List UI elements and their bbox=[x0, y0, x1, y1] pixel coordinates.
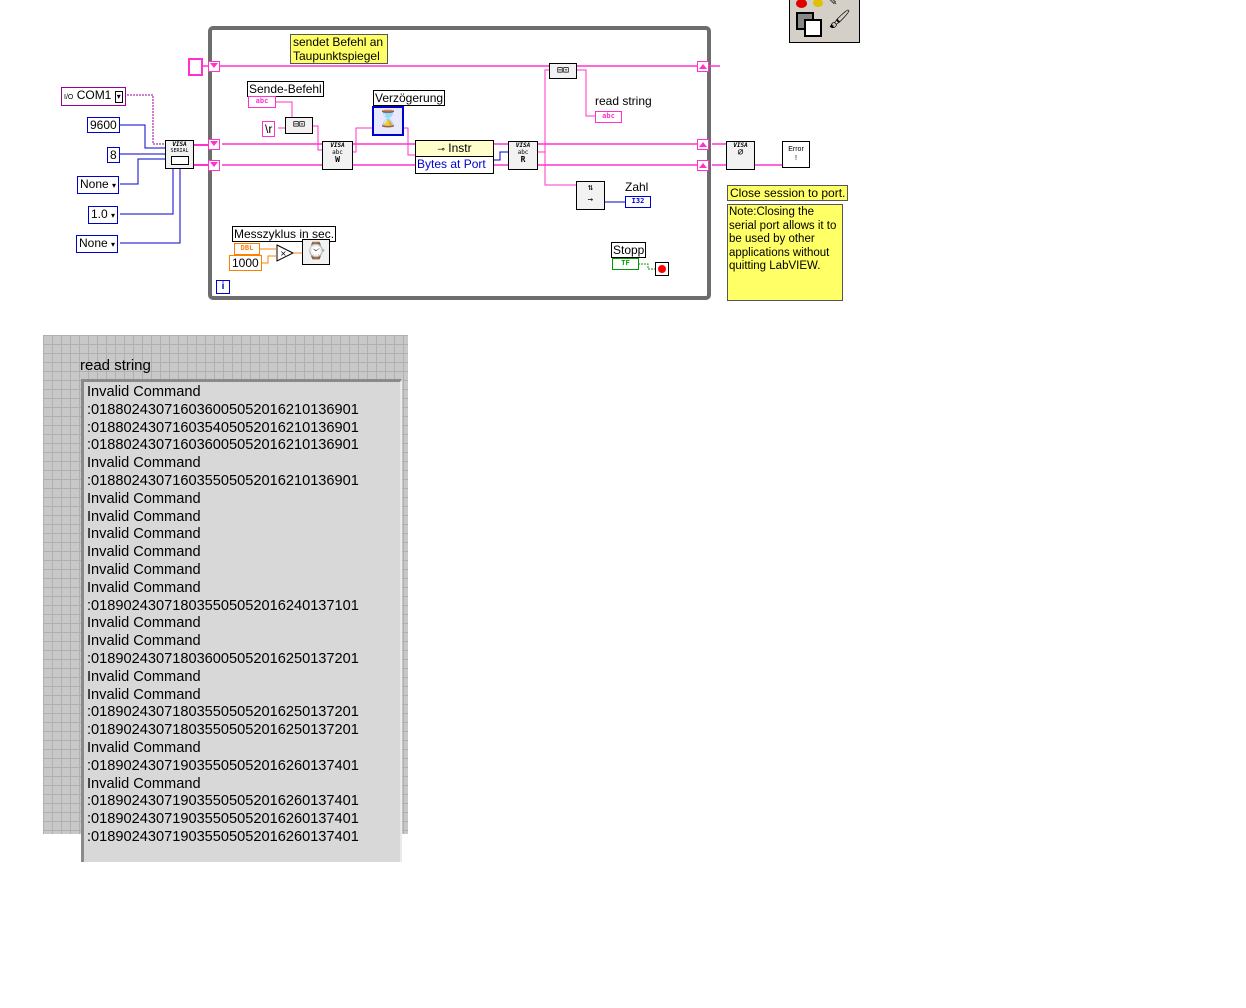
delay-label: Verzögerung bbox=[373, 90, 446, 106]
loop-tunnel-lower-left[interactable] bbox=[208, 160, 220, 171]
brush-icon[interactable]: 🖌 bbox=[828, 9, 851, 29]
stop-bits-constant[interactable]: 1.0 ▾ bbox=[88, 206, 119, 224]
string-line: :018902430719035505052016260137401 bbox=[87, 793, 359, 810]
string-line: Invalid Command bbox=[87, 526, 201, 543]
close-note: Note:Closing the serial port allows it t… bbox=[727, 204, 843, 301]
tools-palette[interactable]: ✎ 🖌 bbox=[789, 0, 860, 43]
stop-label: Stopp bbox=[611, 242, 647, 258]
loop-iteration-terminal: i bbox=[216, 280, 230, 294]
string-line: Invalid Command bbox=[87, 739, 201, 756]
read-string-label: read string bbox=[595, 94, 652, 108]
string-line: :018802430716036005052016210136901 bbox=[87, 401, 359, 418]
cycle-label: Messzyklus in sec. bbox=[232, 226, 337, 242]
plug-icon: ⊸ bbox=[437, 144, 445, 154]
read-string-indicator-terminal[interactable]: abc bbox=[595, 111, 622, 123]
stop-condition-icon[interactable] bbox=[655, 262, 669, 276]
concatenate-icon: ⊟⊡ bbox=[556, 65, 570, 76]
read-icon: R bbox=[520, 155, 526, 164]
convert-icon: ⇅→ bbox=[587, 183, 594, 205]
string-line: Invalid Command bbox=[87, 775, 201, 792]
number-label: Zahl bbox=[624, 180, 650, 194]
io-icon: I/O bbox=[64, 94, 74, 101]
watch-icon: ⌚ bbox=[306, 243, 326, 260]
string-line: Invalid Command bbox=[87, 544, 201, 561]
send-command-control[interactable]: abc bbox=[248, 96, 276, 108]
multiply-node[interactable]: × bbox=[276, 244, 295, 262]
string-line: Invalid Command bbox=[87, 508, 201, 525]
multiply-icon: × bbox=[280, 249, 287, 258]
color-box-icon[interactable] bbox=[804, 19, 822, 37]
visa-close-node[interactable]: VISA ⌀ bbox=[726, 141, 755, 170]
string-line: Invalid Command bbox=[87, 579, 201, 596]
stop-control-terminal[interactable]: TF bbox=[612, 258, 639, 270]
dropdown-arrow-icon[interactable]: ▾ bbox=[111, 211, 116, 220]
property-bytes-at-port[interactable]: Bytes at Port bbox=[417, 157, 486, 171]
concatenate-strings-node[interactable]: ⊟⊡ bbox=[285, 117, 313, 134]
close-icon: ⌀ bbox=[737, 147, 744, 158]
serial-port-icon bbox=[170, 156, 189, 165]
visa-read-node[interactable]: VISA abc R bbox=[508, 141, 538, 170]
string-line: :018902430718035505052016250137201 bbox=[87, 722, 359, 739]
visa-write-node[interactable]: VISA abc W bbox=[322, 141, 353, 170]
string-line: Invalid Command bbox=[87, 615, 201, 632]
warning-icon: ! bbox=[795, 155, 797, 162]
dropdown-arrow-icon[interactable]: ▾ bbox=[111, 240, 116, 249]
flow-control-constant[interactable]: None ▾ bbox=[76, 235, 119, 253]
concatenate-read-node[interactable]: ⊟⊡ bbox=[549, 63, 577, 79]
string-line: Invalid Command bbox=[87, 561, 201, 578]
error-handler-node[interactable]: Error ! bbox=[782, 141, 810, 168]
concatenate-icon: ⊟⊡ bbox=[292, 119, 306, 130]
pencil-icon[interactable]: ✎ bbox=[829, 0, 838, 8]
front-panel: read string Invalid Command:018802430716… bbox=[43, 335, 408, 862]
string-line: Invalid Command bbox=[87, 686, 201, 703]
string-line: Invalid Command bbox=[87, 668, 201, 685]
loop-tunnel-lower-right[interactable] bbox=[697, 160, 709, 171]
string-line: :018802430716036005052016210136901 bbox=[87, 437, 359, 454]
delay-wait-node[interactable]: ⌛ bbox=[372, 106, 404, 136]
parity-constant[interactable]: None ▾ bbox=[77, 176, 120, 194]
string-line: :018902430719035505052016260137401 bbox=[87, 828, 359, 845]
string-line: :018902430718035505052016250137201 bbox=[87, 704, 359, 721]
close-comment: Close session to port. bbox=[727, 185, 849, 201]
carriage-return-constant[interactable]: \r bbox=[262, 121, 276, 137]
string-line: Invalid Command bbox=[87, 633, 201, 650]
string-line: :018902430719035505052016260137401 bbox=[87, 811, 359, 828]
string-line: :018802430716035405052016210136901 bbox=[87, 419, 359, 436]
string-line: :018902430718036005052016250137201 bbox=[87, 650, 359, 667]
dropdown-arrow-icon[interactable]: ▾ bbox=[112, 181, 117, 190]
stop-run-icon[interactable] bbox=[796, 0, 807, 8]
pause-icon[interactable] bbox=[813, 0, 823, 7]
read-string-text: Invalid Command:018802430716036005052016… bbox=[84, 382, 400, 847]
property-class: ⊸ Instr bbox=[416, 141, 493, 157]
write-icon: W bbox=[335, 155, 340, 164]
loop-tunnel-upper-left[interactable] bbox=[208, 139, 220, 150]
string-line: Invalid Command bbox=[87, 490, 201, 507]
send-command-label: Sende-Befehl bbox=[247, 81, 324, 97]
string-line: :018902430719035505052016260137401 bbox=[87, 757, 359, 774]
cycle-control-terminal[interactable]: DBL bbox=[234, 243, 260, 255]
read-string-indicator[interactable]: Invalid Command:018802430716036005052016… bbox=[81, 379, 402, 862]
visa-property-node[interactable]: ⊸ Instr Bytes at Port bbox=[415, 140, 494, 174]
decimal-string-to-number-node[interactable]: ⇅→ bbox=[576, 181, 605, 210]
string-constant-empty[interactable] bbox=[188, 58, 203, 76]
string-line: Invalid Command bbox=[87, 455, 201, 472]
port-name: COM1 bbox=[76, 88, 112, 102]
dropdown-arrow-icon[interactable]: ▾ bbox=[114, 91, 123, 103]
read-string-indicator-label: read string bbox=[80, 357, 151, 374]
data-bits-constant[interactable]: 8 bbox=[107, 147, 120, 163]
string-line: :018902430718035505052016240137101 bbox=[87, 597, 359, 614]
shift-register-right[interactable] bbox=[697, 61, 709, 72]
wait-ms-node[interactable]: ⌚ bbox=[302, 239, 330, 265]
string-line: :018802430716035505052016210136901 bbox=[87, 472, 359, 489]
visa-resource-constant[interactable]: I/O COM1 ▾ bbox=[61, 87, 126, 106]
multiplier-constant[interactable]: 1000 bbox=[229, 255, 262, 271]
string-line: Invalid Command bbox=[87, 384, 201, 400]
baud-rate-constant[interactable]: 9600 bbox=[87, 117, 120, 133]
shift-register-left[interactable] bbox=[208, 61, 220, 72]
loop-tunnel-upper-right[interactable] bbox=[697, 139, 709, 150]
hourglass-icon: ⌛ bbox=[378, 111, 398, 128]
visa-configure-serial-node[interactable]: VISA SERIAL bbox=[165, 140, 194, 169]
comment-header: sendet Befehl an Taupunktspiegel bbox=[290, 34, 388, 64]
number-indicator-terminal[interactable]: I32 bbox=[625, 196, 651, 208]
